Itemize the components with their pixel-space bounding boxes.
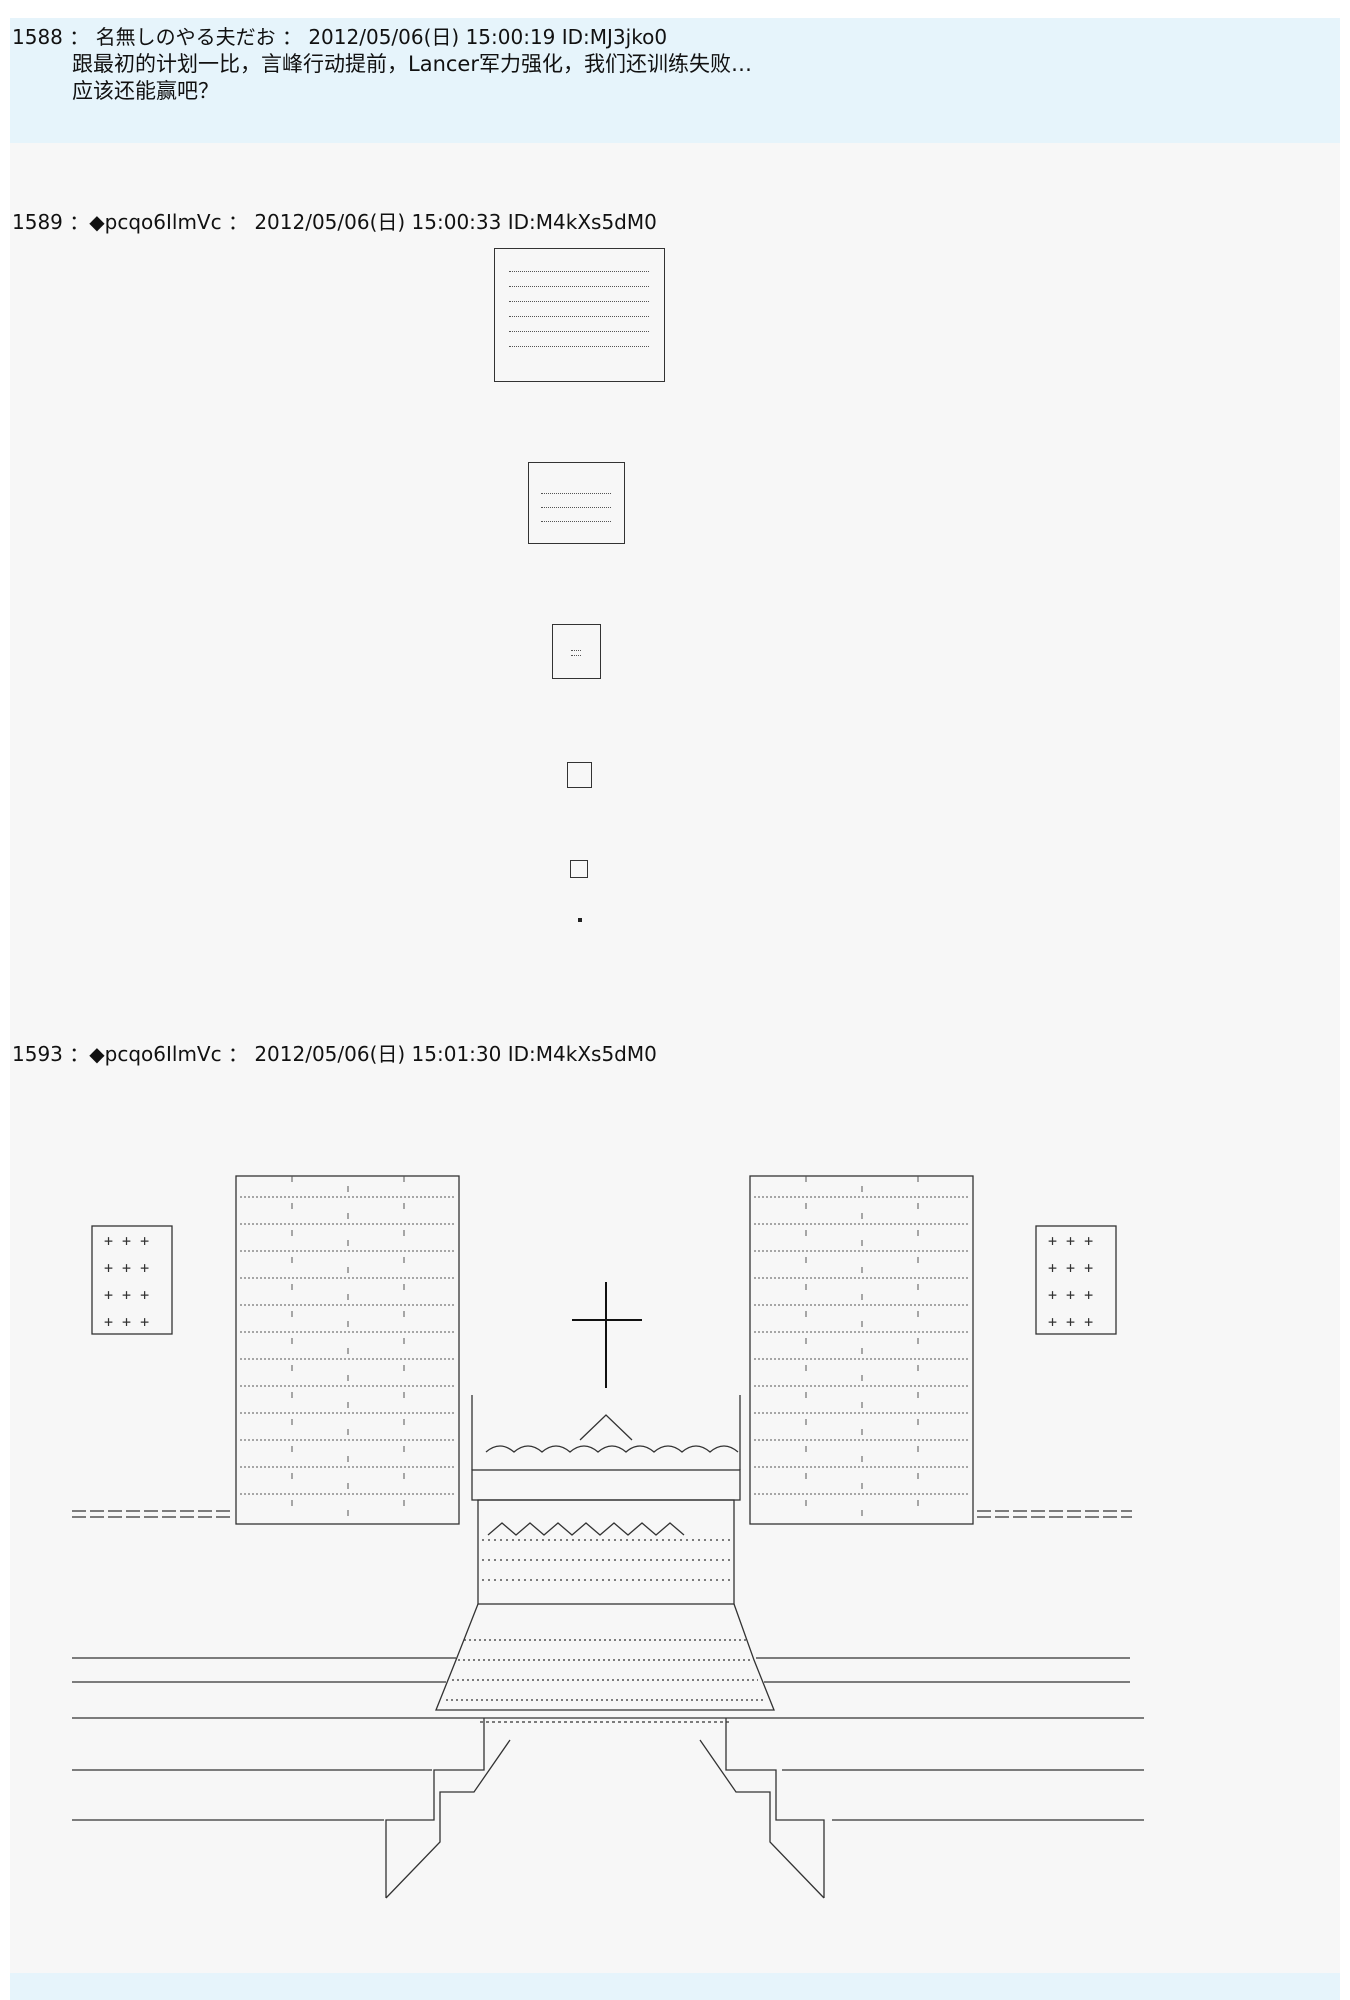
post-1588-line-2: 应该还能赢吧？ [72, 79, 219, 103]
window-box-tiny [567, 762, 592, 788]
window-dot [578, 918, 582, 922]
post-1593-header: 1593 ：◆pcqo6IlmVc ： 2012/05/06(日) 15:01:… [12, 1042, 657, 1066]
svg-text:+ + +: + + + [1048, 1313, 1093, 1331]
window-box-tinier [570, 860, 588, 878]
window-box-small [552, 624, 601, 679]
window-box-large [494, 248, 665, 382]
svg-text:+ + +: + + + [104, 1232, 149, 1250]
next-post-background [10, 1973, 1340, 2000]
post-1588-background [10, 18, 1340, 143]
window-box-medium [528, 462, 625, 544]
svg-text:+ + +: + + + [104, 1259, 149, 1277]
post-1589-header: 1589 ：◆pcqo6IlmVc ： 2012/05/06(日) 15:00:… [12, 210, 657, 234]
post-1589-1593-background [10, 143, 1340, 1973]
svg-text:+ + +: + + + [104, 1313, 149, 1331]
svg-text:+ + +: + + + [1048, 1286, 1093, 1304]
svg-text:+ + +: + + + [1048, 1232, 1093, 1250]
post-1588-line-1: 跟最初的计划一比，言峰行动提前，Lancer军力强化，我们还训练失败… [72, 52, 752, 76]
post-1588-header: 1588 ： 名無しのやる夫だお ： 2012/05/06(日) 15:00:1… [12, 25, 668, 49]
svg-text:+ + +: + + + [1048, 1259, 1093, 1277]
svg-text:+ + +: + + + [104, 1286, 149, 1304]
